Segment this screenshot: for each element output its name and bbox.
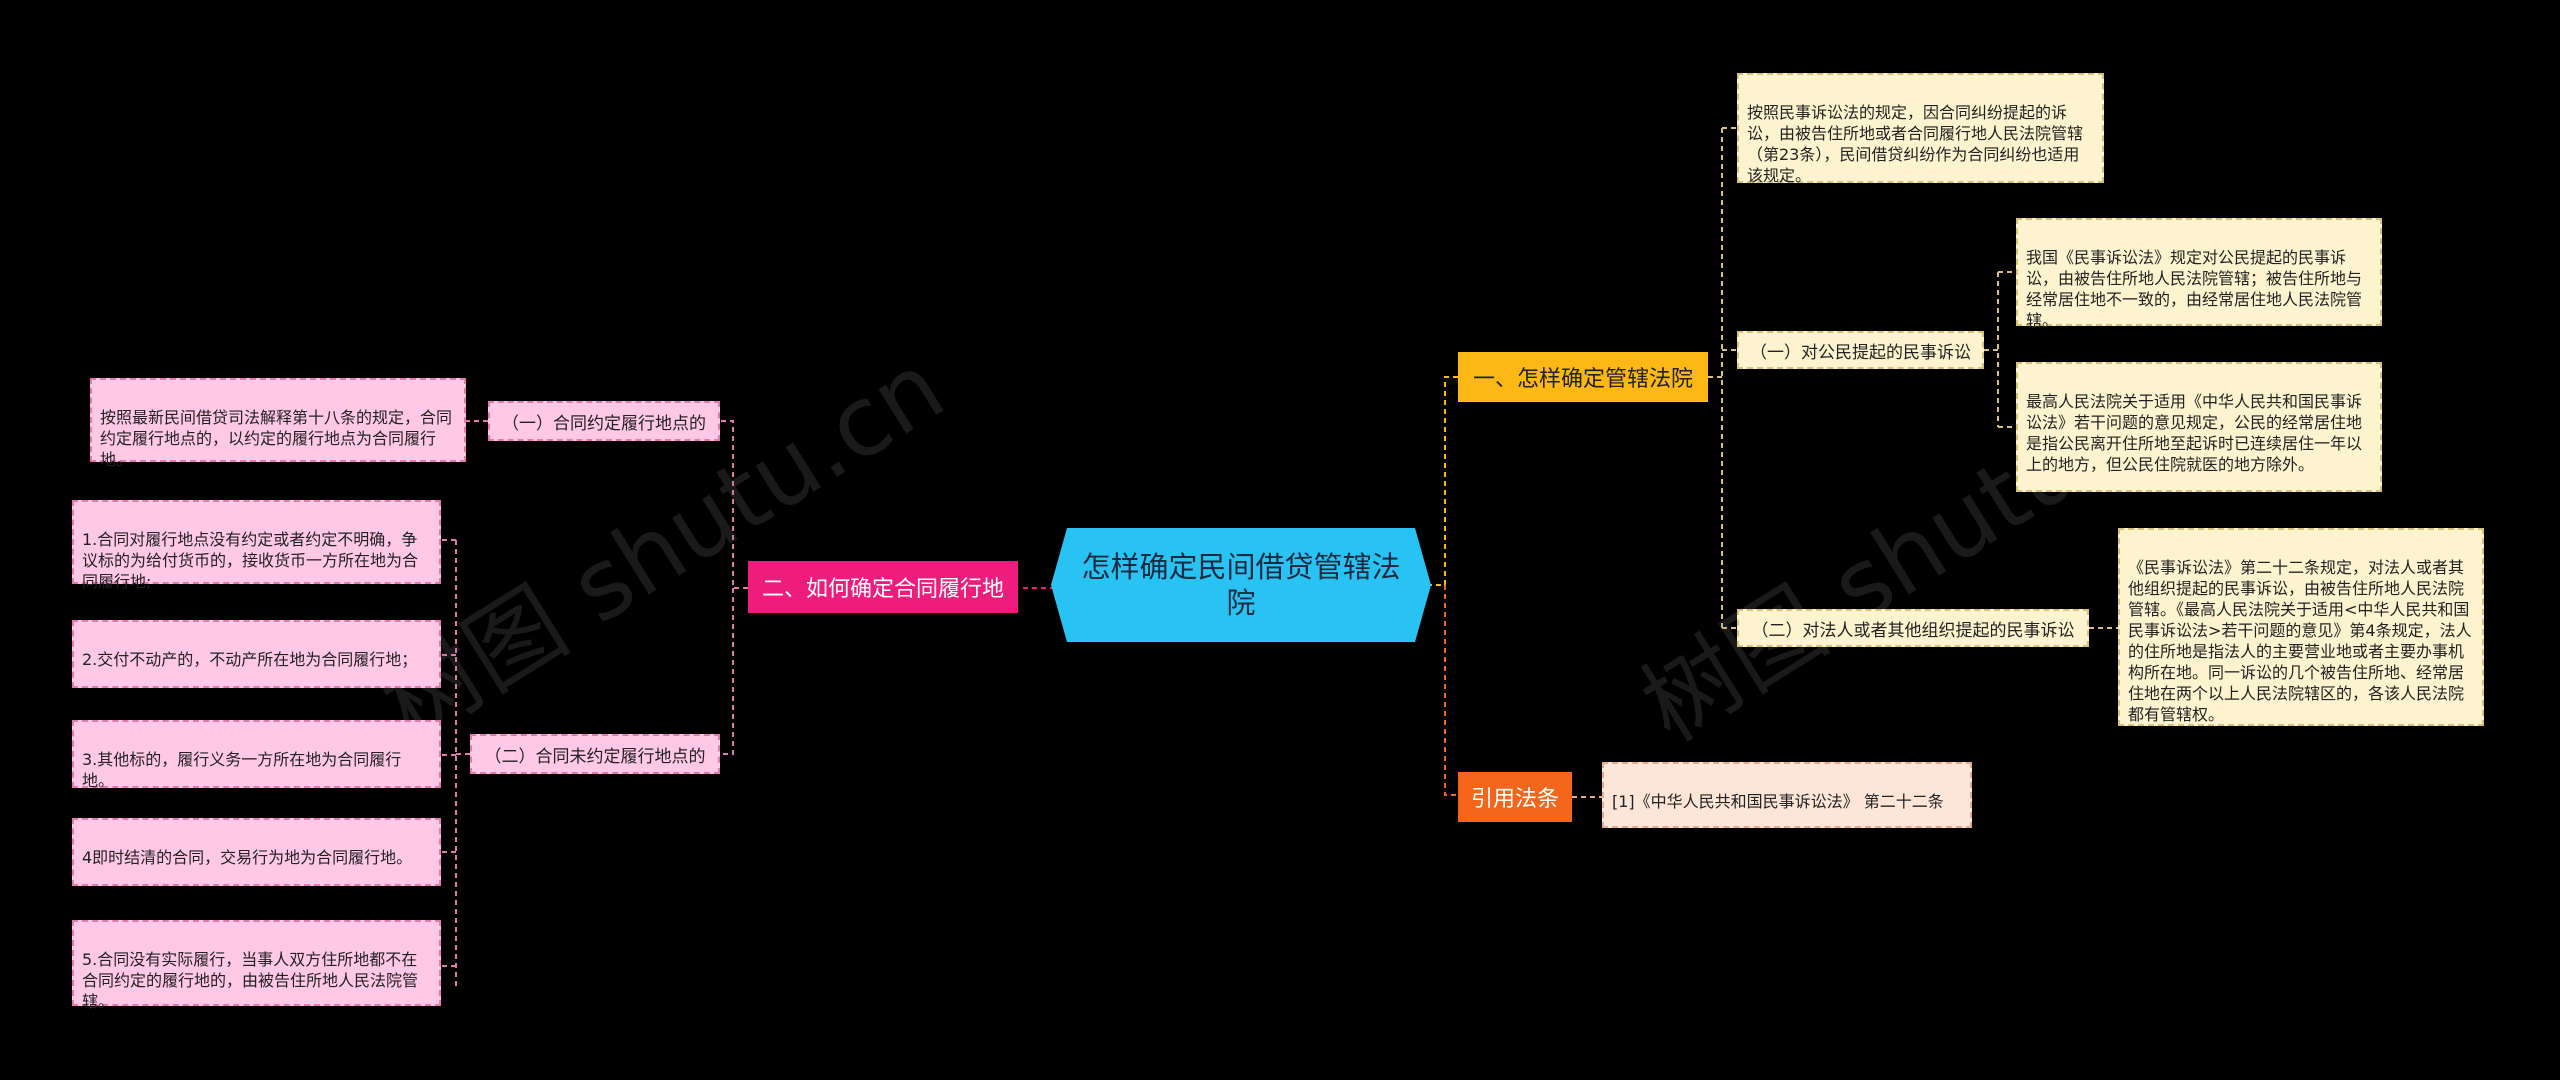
leaf-text: 按照最新民间借贷司法解释第十八条的规定，合同约定履行地点的，以约定的履行地点为合… [100, 408, 453, 469]
sub-no-agreed-place[interactable]: （二）合同未约定履行地点的 [470, 734, 720, 774]
leaf-instant-settlement: 4即时结清的合同，交易行为地为合同履行地。 [72, 818, 441, 886]
sub-label: （一）对公民提起的民事诉讼 [1750, 342, 1971, 363]
leaf-legal-person-rule: 《民事诉讼法》第二十二条规定，对法人或者其他组织提起的民事诉讼，由被告住所地人民… [2118, 528, 2484, 726]
sub-label: （二）合同未约定履行地点的 [484, 746, 706, 767]
center-hexagon-shape [1051, 528, 1431, 642]
branch-label: 引用法条 [1470, 787, 1559, 812]
branch-label: 一、怎样确定管辖法院 [1472, 367, 1693, 392]
sub-citizen-litigation[interactable]: （一）对公民提起的民事诉讼 [1737, 331, 1984, 369]
leaf-not-performed: 5.合同没有实际履行，当事人双方住所地都不在合同约定的履行地的，由被告住所地人民… [72, 920, 441, 1011]
leaf-text: 5.合同没有实际履行，当事人双方住所地都不在合同约定的履行地的，由被告住所地人民… [82, 950, 419, 1011]
leaf-text: 4即时结清的合同，交易行为地为合同履行地。 [82, 848, 413, 867]
leaf-text: 1.合同对履行地点没有约定或者约定不明确，争议标的为给付货币的，接收货币一方所在… [82, 530, 419, 591]
center-topic[interactable]: 怎样确定民间借贷管辖法院 [1051, 528, 1431, 642]
branch-cited-law[interactable]: 引用法条 [1458, 772, 1572, 822]
leaf-text: 我国《民事诉讼法》规定对公民提起的民事诉讼，由被告住所地人民法院管辖；被告住所地… [2026, 248, 2363, 330]
leaf-citizen-rule: 我国《民事诉讼法》规定对公民提起的民事诉讼，由被告住所地人民法院管辖；被告住所地… [2016, 218, 2382, 330]
branch-contract-place[interactable]: 二、如何确定合同履行地 [748, 561, 1018, 613]
leaf-cited-law: [1]《中华人民共和国民事诉讼法》 第二十二条 [1602, 762, 1972, 828]
branch-jurisdiction[interactable]: 一、怎样确定管辖法院 [1458, 352, 1708, 402]
leaf-money: 1.合同对履行地点没有约定或者约定不明确，争议标的为给付货币的，接收货币一方所在… [72, 500, 441, 591]
leaf-text: 2.交付不动产的，不动产所在地为合同履行地； [82, 650, 418, 669]
leaf-agreed-place: 按照最新民间借贷司法解释第十八条的规定，合同约定履行地点的，以约定的履行地点为合… [90, 378, 466, 469]
sub-legal-person-litigation[interactable]: （二）对法人或者其他组织提起的民事诉讼 [1737, 609, 2089, 647]
leaf-other-subject: 3.其他标的，履行义务一方所在地为合同履行地。 [72, 720, 441, 790]
leaf-text: [1]《中华人民共和国民事诉讼法》 第二十二条 [1612, 792, 1944, 811]
leaf-text: 《民事诉讼法》第二十二条规定，对法人或者其他组织提起的民事诉讼，由被告住所地人民… [2128, 558, 2472, 724]
leaf-text: 按照民事诉讼法的规定，因合同纠纷提起的诉讼，由被告住所地或者合同履行地人民法院管… [1747, 103, 2084, 185]
sub-label: （一）合同约定履行地点的 [502, 413, 706, 434]
sub-agreed-place[interactable]: （一）合同约定履行地点的 [488, 401, 720, 441]
branch-label: 二、如何确定合同履行地 [761, 577, 1004, 602]
leaf-real-estate: 2.交付不动产的，不动产所在地为合同履行地； [72, 620, 441, 688]
sub-label: （二）对法人或者其他组织提起的民事诉讼 [1751, 620, 2075, 641]
leaf-text: 3.其他标的，履行义务一方所在地为合同履行地。 [82, 750, 402, 790]
leaf-habitual-residence: 最高人民法院关于适用《中华人民共和国民事诉讼法》若干问题的意见规定，公民的经常居… [2016, 362, 2382, 492]
leaf-jurisdiction-intro: 按照民事诉讼法的规定，因合同纠纷提起的诉讼，由被告住所地或者合同履行地人民法院管… [1737, 73, 2104, 185]
center-title: 怎样确定民间借贷管辖法院 [1081, 550, 1401, 620]
leaf-text: 最高人民法院关于适用《中华人民共和国民事诉讼法》若干问题的意见规定，公民的经常居… [2026, 392, 2363, 474]
